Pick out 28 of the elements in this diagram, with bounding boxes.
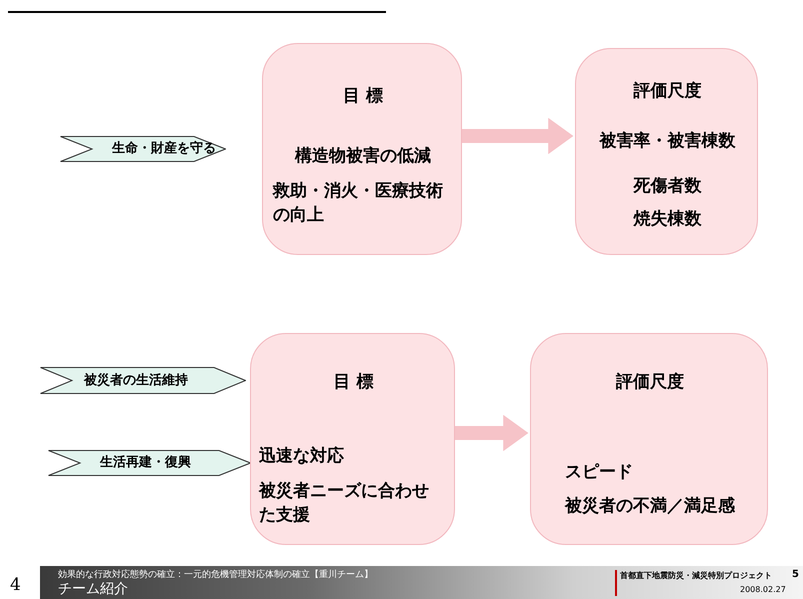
page-number: 4: [10, 575, 21, 595]
rounded-box: [262, 43, 462, 255]
box-heading: 評価尺度: [632, 80, 702, 103]
box-text: 構造物被害の低減: [294, 145, 432, 168]
rounded-box: [575, 48, 758, 255]
block-arrow: [462, 118, 574, 154]
box-text: 被災者ニーズに合わせた支援: [259, 480, 430, 527]
box-heading: 目 標: [342, 85, 384, 108]
chevron-label: 生活再建・復興: [48, 450, 251, 476]
block-arrow: [455, 414, 528, 452]
rounded-box: [250, 333, 455, 545]
box-text: 焼失棟数: [632, 208, 702, 231]
box-text: 死傷者数: [632, 175, 702, 198]
project-name: 首都直下地震防災・減災特別プロジェクト: [620, 570, 772, 581]
box-text: スピード: [565, 461, 634, 484]
box-text: 救助・消火・医療技術の向上: [273, 180, 443, 227]
footer-title: チーム紹介: [58, 580, 128, 598]
box-text: 被害率・被害棟数: [598, 130, 736, 153]
footer-subtitle: 効果的な行政対応態勢の確立：一元的危機管理対応体制の確立【重川チーム】: [58, 568, 373, 581]
box-heading: 目 標: [332, 371, 374, 394]
chevron-label: 被災者の生活維持: [40, 367, 246, 394]
slide-number: 5: [792, 569, 799, 580]
box-text: 被災者の不満／満足感: [565, 495, 736, 518]
chevron-label: 生命・財産を守る: [60, 136, 226, 162]
rounded-box: [530, 333, 768, 545]
box-heading: 評価尺度: [614, 371, 685, 394]
box-text: 迅速な対応: [259, 445, 345, 468]
date-text: 2008.02.27: [740, 585, 786, 594]
